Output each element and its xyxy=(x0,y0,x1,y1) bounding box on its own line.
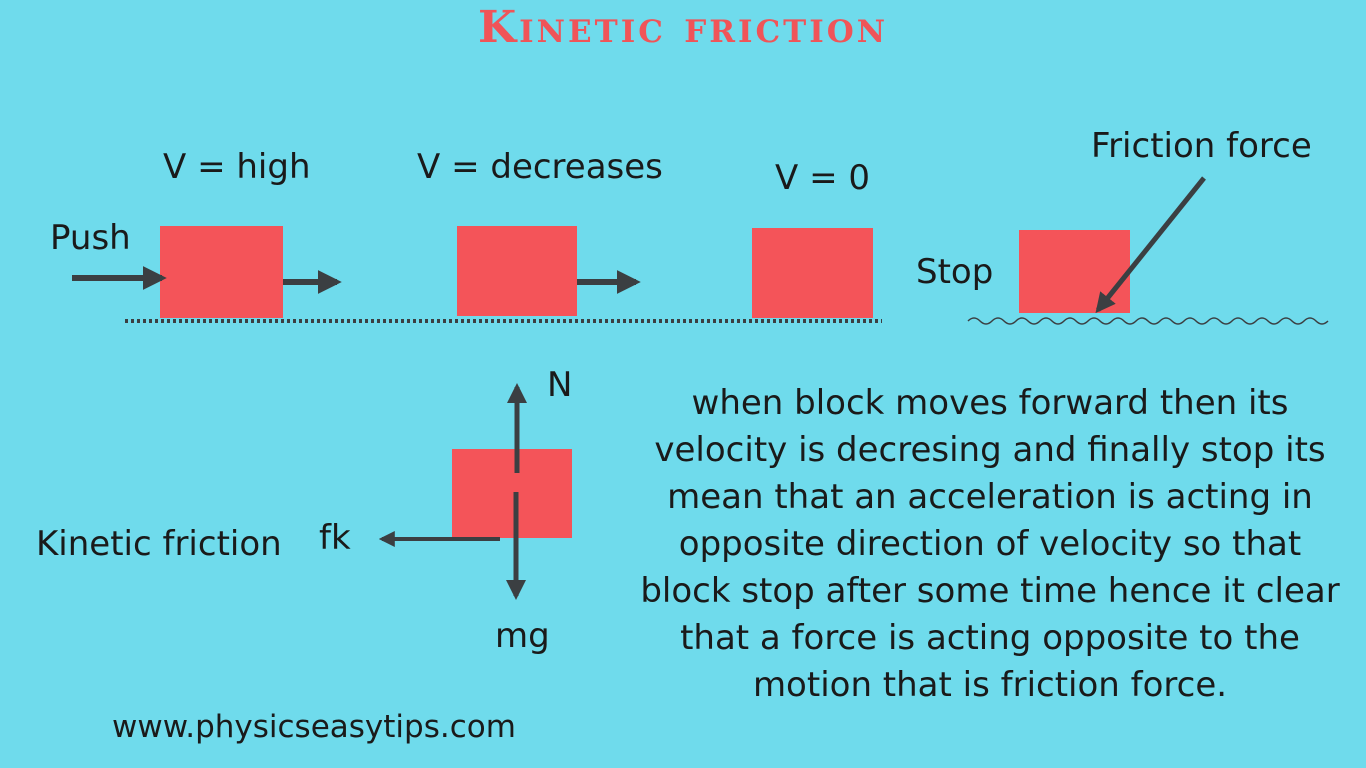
stop-label: Stop xyxy=(916,252,994,292)
block-high-velocity xyxy=(160,226,283,318)
weight-label: mg xyxy=(495,616,550,656)
fk-label: fk xyxy=(319,518,351,558)
rough-surface xyxy=(967,317,1329,325)
push-label: Push xyxy=(50,218,131,258)
explanation-text: when block moves forward then its veloci… xyxy=(640,383,1340,705)
friction-force-label: Friction force xyxy=(1091,126,1312,166)
block-zero-velocity xyxy=(752,228,873,318)
velocity-zero-label: V = 0 xyxy=(775,158,870,198)
page-title: Kinetic friction xyxy=(477,2,889,53)
website-url: www.physicseasytips.com xyxy=(112,709,516,745)
kinetic-friction-label: Kinetic friction xyxy=(36,524,282,564)
friction-force-arrow xyxy=(1095,176,1206,314)
block-decreasing-velocity xyxy=(457,226,577,316)
normal-force-label: N xyxy=(547,365,573,405)
block-free-body xyxy=(452,449,572,538)
velocity-high-label: V = high xyxy=(163,147,311,187)
velocity-decreases-label: V = decreases xyxy=(417,147,663,187)
